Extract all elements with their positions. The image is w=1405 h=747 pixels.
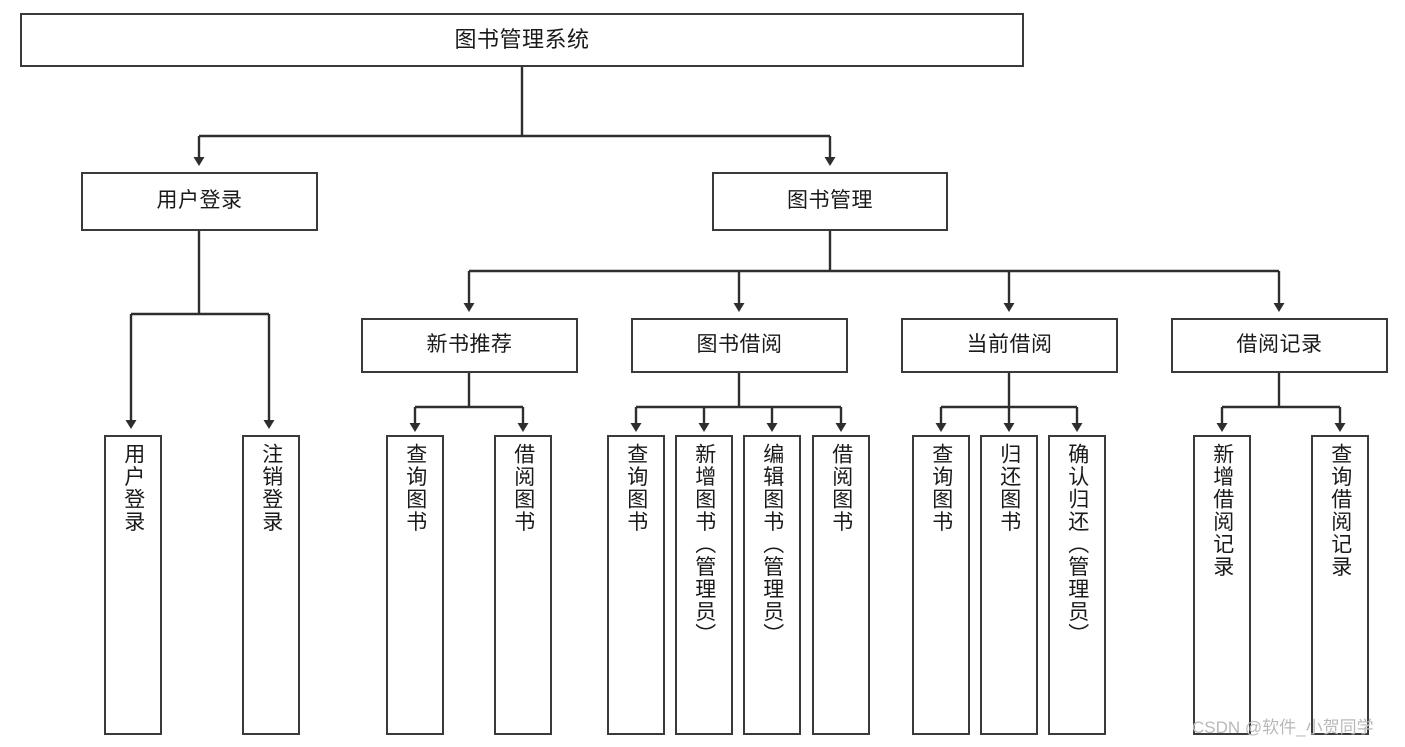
node-book-borrow[interactable]: 图书借阅 [631,318,848,373]
node-label: 查询图书 [624,443,648,533]
node-current-borrow[interactable]: 当前借阅 [901,318,1118,373]
node-leaf-logout-login[interactable]: 注销登录 [242,435,300,735]
node-leaf-return-book[interactable]: 归还图书 [980,435,1038,735]
node-label: 新增图书（管理员） [692,443,716,646]
node-label: 编辑图书（管理员） [760,443,784,646]
node-leaf-query-record[interactable]: 查询借阅记录 [1311,435,1369,735]
node-leaf-borrow-book-1[interactable]: 借阅图书 [494,435,552,735]
node-leaf-add-book[interactable]: 新增图书（管理员） [675,435,733,735]
node-leaf-user-login[interactable]: 用户登录 [104,435,162,735]
node-root-system[interactable]: 图书管理系统 [20,13,1024,67]
node-label: 借阅图书 [829,443,853,533]
node-borrow-record[interactable]: 借阅记录 [1171,318,1388,373]
node-leaf-borrow-book-2[interactable]: 借阅图书 [812,435,870,735]
node-label: 确认归还（管理员） [1065,443,1089,646]
node-label: 查询借阅记录 [1328,443,1352,578]
node-label: 新增借阅记录 [1210,443,1234,578]
node-leaf-edit-book[interactable]: 编辑图书（管理员） [743,435,801,735]
node-leaf-confirm-return[interactable]: 确认归还（管理员） [1048,435,1106,735]
node-book-management[interactable]: 图书管理 [712,172,948,231]
node-label: 图书借阅 [696,333,783,357]
node-label: 查询图书 [929,443,953,533]
node-label: 用户登录 [121,443,145,533]
node-label: 注销登录 [259,443,283,533]
node-leaf-query-book-2[interactable]: 查询图书 [607,435,665,735]
node-leaf-query-book-1[interactable]: 查询图书 [386,435,444,735]
node-new-book-recommend[interactable]: 新书推荐 [361,318,578,373]
watermark-text: CSDN @软件_小贺同学 [1192,718,1374,737]
node-leaf-add-record[interactable]: 新增借阅记录 [1193,435,1251,735]
node-leaf-query-book-3[interactable]: 查询图书 [912,435,970,735]
node-label: 借阅图书 [511,443,535,533]
node-user-login[interactable]: 用户登录 [81,172,318,231]
node-label: 归还图书 [997,443,1021,533]
node-label: 当前借阅 [966,333,1053,357]
node-label: 借阅记录 [1236,333,1323,357]
node-label: 用户登录 [156,189,243,213]
node-label: 图书管理 [787,189,873,213]
node-label: 图书管理系统 [454,27,590,53]
node-label: 新书推荐 [426,333,513,357]
node-label: 查询图书 [403,443,427,533]
